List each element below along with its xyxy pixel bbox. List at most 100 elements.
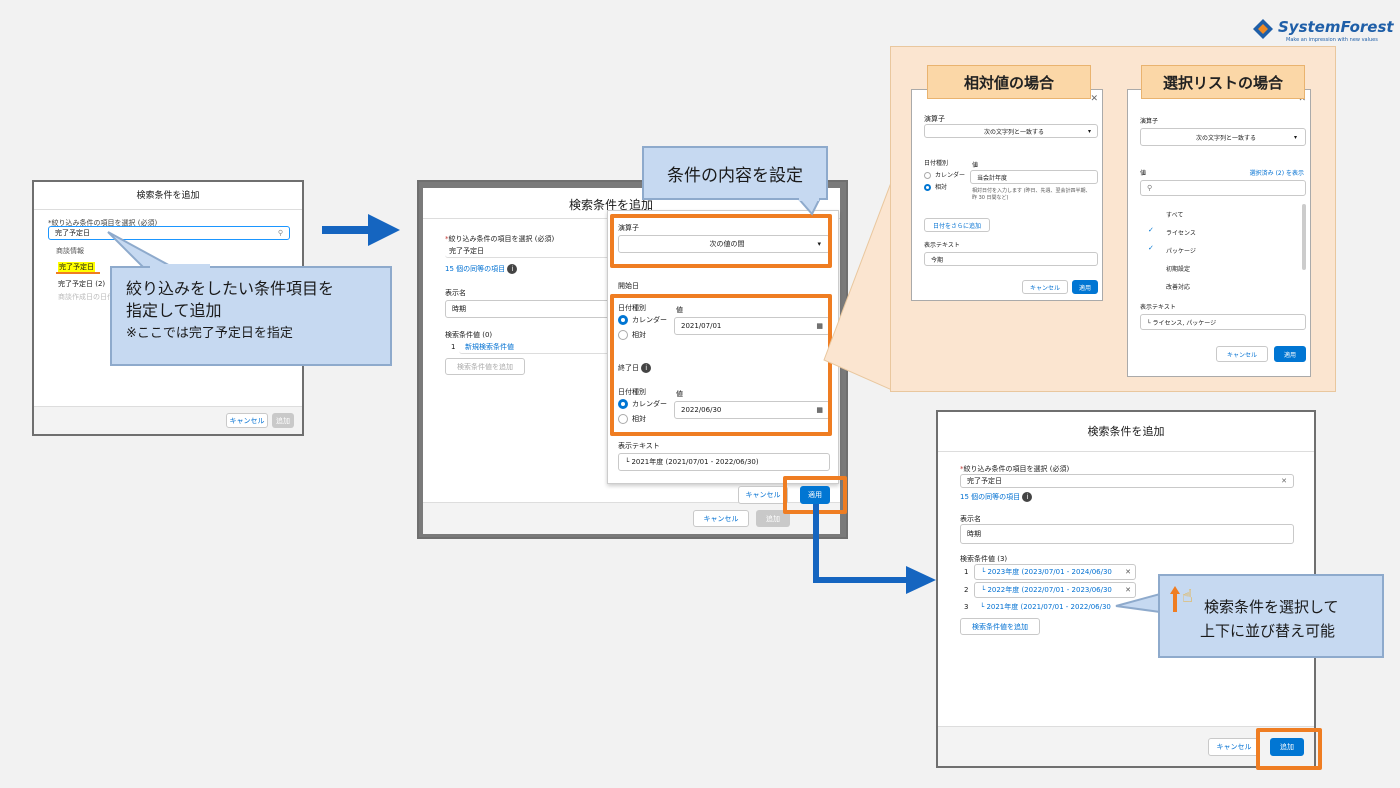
cancel-button[interactable]: キャンセル bbox=[226, 413, 268, 428]
add-filter-modal-step3: 検索条件を追加 *絞り込み条件の項目を選択 (必須) 完了予定日 ✕ 15 個の… bbox=[936, 410, 1316, 768]
callout-set-condition: 条件の内容を設定 bbox=[642, 146, 828, 200]
callout3-line2: 上下に並び替え可能 bbox=[1200, 622, 1336, 640]
start-radio-calendar[interactable]: カレンダー bbox=[618, 315, 667, 325]
add-date-button[interactable]: 日付をさらに追加 bbox=[924, 218, 990, 232]
picklist-item-license[interactable]: ライセンス bbox=[1166, 230, 1196, 237]
end-radio-relative[interactable]: 相対 bbox=[618, 414, 646, 424]
brand-logo: SystemForest Make an impression with new… bbox=[1252, 16, 1394, 50]
scrollbar[interactable] bbox=[1302, 204, 1306, 270]
popover-apply-button[interactable]: 適用 bbox=[800, 486, 830, 504]
arrow-connector-icon bbox=[813, 504, 936, 594]
callout2-text: 条件の内容を設定 bbox=[667, 165, 803, 186]
cancel-button[interactable]: キャンセル bbox=[1216, 346, 1268, 362]
add-button[interactable]: 追加 bbox=[756, 510, 790, 527]
start-radio-relative[interactable]: 相対 bbox=[618, 330, 646, 340]
end-date-label: 終了日 i bbox=[618, 363, 652, 373]
chevron-down-icon: ▾ bbox=[1087, 127, 1091, 135]
modal-title: 検索条件を追加 bbox=[938, 412, 1314, 452]
end-date-input[interactable]: 2022/06/30 ▦ bbox=[674, 401, 830, 419]
start-date-type-label: 日付種別 bbox=[618, 304, 646, 312]
start-date-label: 開始日 bbox=[618, 282, 639, 290]
value-row[interactable]: └ 2022年度 (2022/07/01 - 2023/06/30✕ bbox=[974, 582, 1136, 598]
popover-cancel-button[interactable]: キャンセル bbox=[738, 486, 788, 504]
radio-icon bbox=[924, 172, 931, 179]
filter-value-popover: 演算子 次の値の間 ▾ 開始日 日付種別 カレンダー 相対 値 2021/07/… bbox=[607, 210, 839, 484]
value-row[interactable]: └ 2021年度 (2021/07/01 - 2022/06/30 bbox=[974, 600, 1116, 614]
date-type-label: 日付種別 bbox=[924, 160, 949, 167]
apply-button[interactable]: 適用 bbox=[1274, 346, 1306, 362]
row-number: 3 bbox=[964, 603, 969, 611]
field-search-input[interactable]: 完了予定日 ⚲ bbox=[48, 226, 290, 240]
radio-calendar[interactable]: カレンダー bbox=[924, 170, 965, 179]
picklist-item-package[interactable]: パッケージ bbox=[1166, 248, 1196, 255]
value-hint: 相対日付を入力します (昨日、先週、翌会計四半期、昨 30 日間など) bbox=[972, 188, 1091, 201]
display-text-input[interactable]: └ 2021年度 (2021/07/01 - 2022/06/30) bbox=[618, 453, 830, 471]
highlight-dates bbox=[610, 294, 832, 436]
remove-icon[interactable]: ✕ bbox=[1125, 586, 1131, 594]
end-radio-calendar[interactable]: カレンダー bbox=[618, 399, 667, 409]
add-value-button[interactable]: 検索条件値を追加 bbox=[960, 618, 1040, 635]
display-text-input[interactable]: 今期 bbox=[924, 252, 1098, 266]
modal-footer: キャンセル 追加 bbox=[423, 502, 840, 534]
cancel-button[interactable]: キャンセル bbox=[1022, 280, 1068, 294]
display-text-label: 表示テキスト bbox=[618, 442, 660, 450]
calendar-icon: ▦ bbox=[816, 322, 823, 330]
section-header: 商談情報 bbox=[56, 247, 84, 255]
modal-footer: キャンセル 追加 bbox=[938, 726, 1314, 766]
picklist-item-all[interactable]: すべて bbox=[1166, 212, 1184, 219]
operator-select[interactable]: 次の文字列と一致する ▾ bbox=[924, 124, 1098, 138]
close-icon[interactable]: ✕ bbox=[1090, 94, 1098, 104]
selected-link[interactable]: 選択済み (2) を表示 bbox=[1249, 170, 1304, 177]
field-input[interactable]: 完了予定日 ✕ bbox=[960, 474, 1294, 488]
value-input[interactable]: 当会計年度 bbox=[970, 170, 1098, 184]
option-closedate[interactable]: 完了予定日 bbox=[58, 262, 95, 272]
radio-relative[interactable]: 相対 bbox=[924, 182, 947, 191]
brand-mark-icon bbox=[1253, 19, 1273, 39]
display-name-label: 表示名 bbox=[445, 289, 466, 297]
check-icon: ✓ bbox=[1148, 226, 1154, 234]
option-createddate[interactable]: 商談作成日の日付 bbox=[58, 293, 114, 301]
picklist-item-initial[interactable]: 初期設定 bbox=[1166, 266, 1191, 273]
add-button[interactable]: 追加 bbox=[1270, 738, 1304, 756]
cancel-button[interactable]: キャンセル bbox=[693, 510, 749, 527]
info-icon: i bbox=[1022, 492, 1033, 502]
end-date-type-label: 日付種別 bbox=[618, 388, 646, 396]
picklist-item-improve[interactable]: 改善対応 bbox=[1166, 284, 1191, 291]
display-name-input[interactable]: 時期 bbox=[960, 524, 1294, 544]
operator-label: 演算子 bbox=[924, 115, 945, 123]
picklist-search-input[interactable]: ⚲ bbox=[1140, 180, 1306, 196]
similar-fields-link[interactable]: 15 個の同等の項目 i bbox=[960, 492, 1033, 502]
values-label: 検索条件値 (3) bbox=[960, 555, 1008, 563]
arrow-right-icon bbox=[322, 214, 400, 246]
brand-tagline: Make an impression with new values bbox=[1286, 37, 1378, 43]
option-underline bbox=[56, 272, 100, 274]
end-value-label: 値 bbox=[676, 390, 683, 398]
option-closedate-2[interactable]: 完了予定日 (2) bbox=[58, 280, 106, 288]
cancel-button[interactable]: キャンセル bbox=[1208, 738, 1260, 756]
display-text-label: 表示テキスト bbox=[1140, 304, 1176, 311]
close-icon[interactable]: ✕ bbox=[1298, 94, 1306, 104]
value-label: 値 bbox=[972, 162, 979, 169]
field-input[interactable]: 完了予定日 bbox=[445, 244, 625, 258]
display-text-input[interactable]: └ ライセンス, パッケージ bbox=[1140, 314, 1306, 330]
add-button[interactable]: 追加 bbox=[272, 413, 294, 428]
value-row[interactable]: └ 2023年度 (2023/07/01 - 2024/06/30✕ bbox=[974, 564, 1136, 580]
operator-select[interactable]: 次の文字列と一致する ▾ bbox=[1140, 128, 1306, 146]
radio-icon bbox=[618, 414, 628, 424]
info-icon: i bbox=[507, 264, 518, 274]
field-label: *絞り込み条件の項目を選択 (必須) bbox=[960, 465, 1070, 473]
chevron-down-icon: ▾ bbox=[1293, 133, 1297, 141]
value-row-number: 1 bbox=[451, 343, 456, 351]
callout-select-field: 絞り込みをしたい条件項目を 指定して追加 ※ここでは完了予定日を指定 bbox=[110, 266, 392, 366]
similar-fields-link[interactable]: 15 個の同等の項目 i bbox=[445, 264, 518, 274]
add-value-button[interactable]: 検索条件値を追加 bbox=[445, 358, 525, 375]
value-row-new[interactable]: 新規検索条件値 bbox=[459, 340, 625, 354]
check-icon: ✓ bbox=[1148, 244, 1154, 252]
clear-icon[interactable]: ✕ bbox=[1281, 477, 1287, 485]
picklist-tag: 選択リストの場合 bbox=[1141, 65, 1305, 99]
apply-button[interactable]: 適用 bbox=[1072, 280, 1098, 294]
calendar-icon: ▦ bbox=[816, 406, 823, 414]
display-name-input[interactable]: 時期 bbox=[445, 300, 625, 318]
callout1-pointer-cover bbox=[150, 264, 210, 270]
remove-icon[interactable]: ✕ bbox=[1125, 568, 1131, 576]
